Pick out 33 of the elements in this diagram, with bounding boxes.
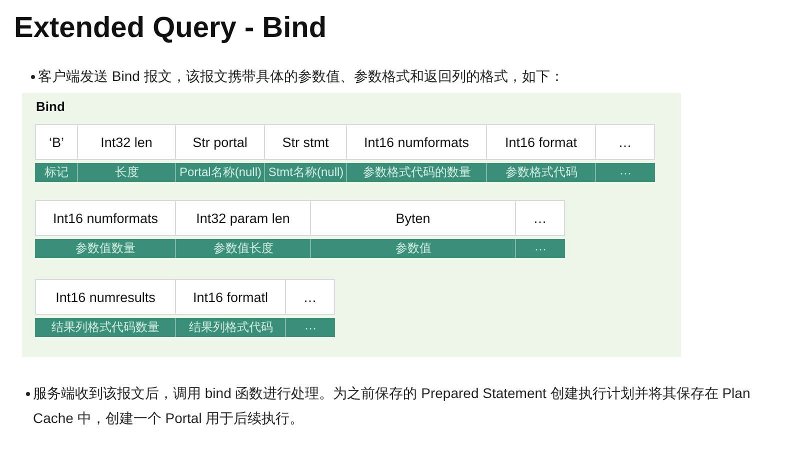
field-name: Str portal bbox=[175, 124, 265, 160]
field-description: 参数值长度 bbox=[175, 239, 311, 258]
field-name: Byten bbox=[310, 200, 516, 236]
field-name: … bbox=[595, 124, 655, 160]
field-name: Int32 len bbox=[77, 124, 176, 160]
field-name: Int16 numformats bbox=[346, 124, 487, 160]
field-name: ‘B’ bbox=[35, 124, 78, 160]
field-name: Int16 formatl bbox=[175, 279, 286, 315]
field-description: 参数值数量 bbox=[35, 239, 176, 258]
field-description: ··· bbox=[285, 318, 335, 337]
field-description: 参数格式代码的数量 bbox=[346, 163, 487, 182]
field-description: 标记 bbox=[35, 163, 78, 182]
field-name: Int16 format bbox=[486, 124, 596, 160]
bullet-text: 客户端发送 Bind 报文，该报文携带具体的参数值、参数格式和返回列的格式，如下： bbox=[38, 67, 565, 86]
panel-heading: Bind bbox=[36, 99, 65, 114]
field-description: ··· bbox=[515, 239, 565, 258]
field-name: Int16 numresults bbox=[35, 279, 176, 315]
field-name: … bbox=[515, 200, 565, 236]
field-name: … bbox=[285, 279, 335, 315]
field-description: 结果列格式代码数量 bbox=[35, 318, 176, 337]
bullet-text: 服务端收到该报文后，调用 bind 函数进行处理。为之前保存的 Prepared Statement 创建执行计划并将其保存在 Plan Cache 中，创建一个 Portal 用于后续执行。 bbox=[33, 384, 752, 428]
field-name: Int32 param len bbox=[175, 200, 311, 236]
field-name: Int16 numformats bbox=[35, 200, 176, 236]
field-description: 结果列格式代码 bbox=[175, 318, 286, 337]
message-panel bbox=[22, 93, 681, 357]
field-description: ··· bbox=[595, 163, 655, 182]
field-description: 参数值 bbox=[310, 239, 516, 258]
field-description: 长度 bbox=[77, 163, 176, 182]
slide-title: Extended Query - Bind bbox=[14, 12, 327, 45]
field-description: Portal名称(null) bbox=[175, 163, 265, 182]
field-description: Stmt名称(null) bbox=[264, 163, 347, 182]
field-description: 参数格式代码 bbox=[486, 163, 596, 182]
field-name: Str stmt bbox=[264, 124, 347, 160]
